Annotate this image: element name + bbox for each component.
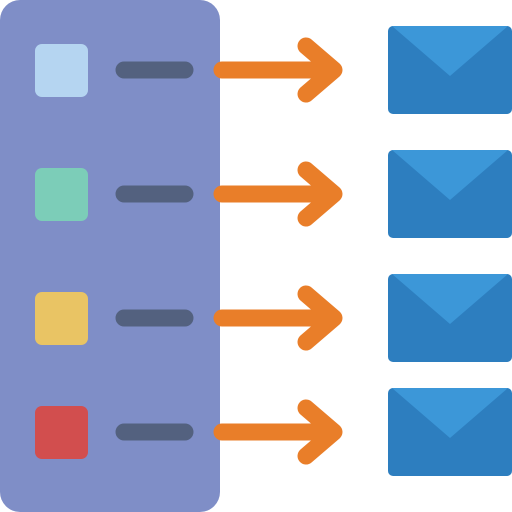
arrow-right-icon bbox=[213, 399, 343, 465]
envelope-icon bbox=[388, 274, 512, 362]
envelope-flap bbox=[392, 150, 508, 200]
arrow-head bbox=[297, 285, 343, 351]
light-blue-square-icon bbox=[35, 44, 88, 97]
rows-layer bbox=[35, 26, 512, 476]
row-1 bbox=[35, 26, 512, 114]
red-square-icon bbox=[35, 406, 88, 459]
teal-square-icon bbox=[35, 168, 88, 221]
yellow-square-icon bbox=[35, 292, 88, 345]
envelope-flap bbox=[392, 388, 508, 438]
arrow-right-icon bbox=[213, 37, 343, 103]
envelope-icon bbox=[388, 26, 512, 114]
arrow-head bbox=[297, 37, 343, 103]
row-2 bbox=[35, 150, 512, 238]
arrow-head bbox=[297, 161, 343, 227]
envelope-flap bbox=[392, 26, 508, 76]
list-panel bbox=[0, 0, 220, 512]
arrow-right-icon bbox=[213, 161, 343, 227]
envelope-flap bbox=[392, 274, 508, 324]
row-3 bbox=[35, 274, 512, 362]
arrow-right-icon bbox=[213, 285, 343, 351]
envelope-icon bbox=[388, 150, 512, 238]
envelope-icon bbox=[388, 388, 512, 476]
row-4 bbox=[35, 388, 512, 476]
arrow-head bbox=[297, 399, 343, 465]
